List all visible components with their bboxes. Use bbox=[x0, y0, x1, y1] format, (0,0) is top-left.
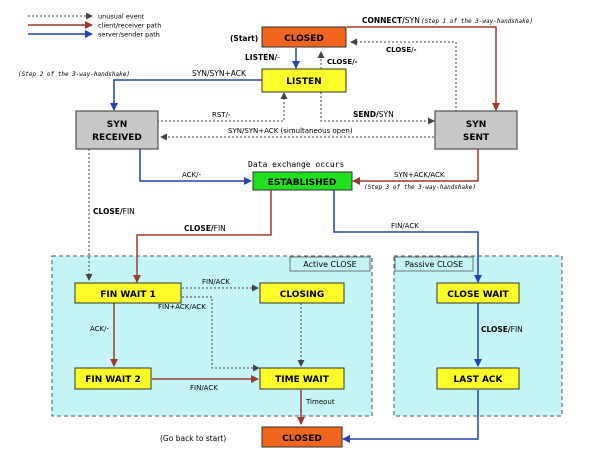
state-fin-wait-1-label: FIN WAIT 1 bbox=[100, 290, 156, 300]
legend-unusual-text: unusual event bbox=[98, 13, 145, 21]
edge-syn-synack bbox=[110, 79, 262, 111]
legend-server-text: server/sender path bbox=[98, 31, 160, 39]
label-send: SEND/SYN bbox=[353, 110, 394, 119]
label-syn-synack: SYN/SYN+ACK bbox=[192, 69, 247, 78]
edge-rst bbox=[157, 92, 288, 122]
state-close-wait-label: CLOSE WAIT bbox=[447, 290, 509, 300]
state-time-wait-label: TIME WAIT bbox=[275, 375, 330, 385]
state-closing: CLOSING bbox=[259, 282, 345, 304]
edge-synsent-close bbox=[350, 38, 457, 112]
label-fw2-timewait: FIN/ACK bbox=[190, 384, 218, 392]
label-close-synsent: CLOSE/- bbox=[386, 46, 417, 54]
label-fin-ack-right: FIN/ACK bbox=[391, 222, 419, 230]
label-close-fin-left: CLOSE/FIN bbox=[93, 207, 135, 216]
state-established: ESTABLISHED bbox=[252, 171, 353, 191]
label-synack-ack: SYN+ACK/ACK bbox=[394, 171, 445, 179]
state-fin-wait-2-label: FIN WAIT 2 bbox=[85, 375, 141, 385]
label-ack-fw: ACK/- bbox=[90, 325, 110, 333]
edge-connect bbox=[347, 26, 500, 111]
label-fw1-closing: FIN/ACK bbox=[202, 278, 230, 286]
state-last-ack: LAST ACK bbox=[436, 367, 520, 390]
label-listen: LISTEN/- bbox=[245, 53, 280, 62]
label-ack-established: ACK/- bbox=[182, 171, 202, 179]
passive-close-tag bbox=[394, 256, 474, 272]
label-finack-ack: FIN+ACK/ACK bbox=[158, 303, 206, 311]
state-syn-received: SYN RECEIVED bbox=[75, 110, 159, 150]
state-fin-wait-2: FIN WAIT 2 bbox=[74, 367, 152, 390]
state-closed-top-label: CLOSED bbox=[284, 34, 324, 44]
state-closed-bottom-label: CLOSED bbox=[282, 434, 322, 444]
edge-send bbox=[320, 92, 435, 125]
label-step1: (Step 1 of the 3-way-handshake) bbox=[421, 18, 533, 25]
edge-fin-ack-passive bbox=[333, 190, 482, 283]
label-rst: RST/- bbox=[212, 111, 231, 119]
state-closed-bottom: CLOSED bbox=[261, 426, 343, 448]
label-close-fin-mid: CLOSE/FIN bbox=[184, 224, 226, 233]
label-data-exchange: Data exchange occurs bbox=[248, 160, 345, 169]
label-simultaneous: SYN/SYN+ACK (simultaneous open) bbox=[228, 127, 353, 135]
legend-client-text: client/receiver path bbox=[98, 22, 161, 30]
edge-lastack-closed bbox=[342, 390, 479, 443]
active-close-tag bbox=[289, 256, 371, 272]
state-syn-sent: SYN SENT bbox=[434, 110, 518, 150]
state-syn-received-label-1: SYN bbox=[107, 120, 128, 130]
state-close-wait: CLOSE WAIT bbox=[436, 282, 520, 304]
label-go-back: (Go back to start) bbox=[160, 434, 226, 443]
edge-close-fin-active bbox=[133, 190, 272, 283]
state-last-ack-label: LAST ACK bbox=[454, 375, 504, 385]
state-established-label: ESTABLISHED bbox=[268, 178, 337, 188]
state-syn-received-label-2: RECEIVED bbox=[92, 133, 142, 143]
label-step3: (Step 3 of the 3-way-handshake) bbox=[364, 184, 476, 191]
label-step2: (Step 2 of the 3-way-handshake) bbox=[18, 71, 130, 78]
label-close-listen: CLOSE/- bbox=[327, 58, 358, 66]
edge-ack-established bbox=[139, 149, 252, 185]
label-start: (Start) bbox=[230, 34, 258, 43]
state-fin-wait-1: FIN WAIT 1 bbox=[74, 282, 182, 304]
active-close-label: Active CLOSE bbox=[303, 260, 356, 269]
label-close-fin-passive: CLOSE/FIN bbox=[481, 325, 523, 334]
state-time-wait: TIME WAIT bbox=[259, 367, 345, 390]
label-connect: CONNECT/SYN bbox=[362, 16, 420, 25]
state-listen: LISTEN bbox=[261, 68, 347, 93]
state-syn-sent-label-1: SYN bbox=[466, 120, 487, 130]
state-syn-sent-label-2: SENT bbox=[463, 133, 490, 143]
state-closing-label: CLOSING bbox=[280, 290, 324, 300]
legend: unusual event client/receiver path serve… bbox=[28, 12, 161, 39]
passive-close-label: Passive CLOSE bbox=[405, 260, 463, 269]
label-timeout: Timeout bbox=[305, 398, 335, 406]
edge-synack-ack bbox=[352, 149, 479, 185]
state-closed-top: CLOSED bbox=[261, 26, 347, 48]
state-listen-label: LISTEN bbox=[286, 77, 321, 87]
edge-fw1-timewait bbox=[182, 296, 260, 372]
